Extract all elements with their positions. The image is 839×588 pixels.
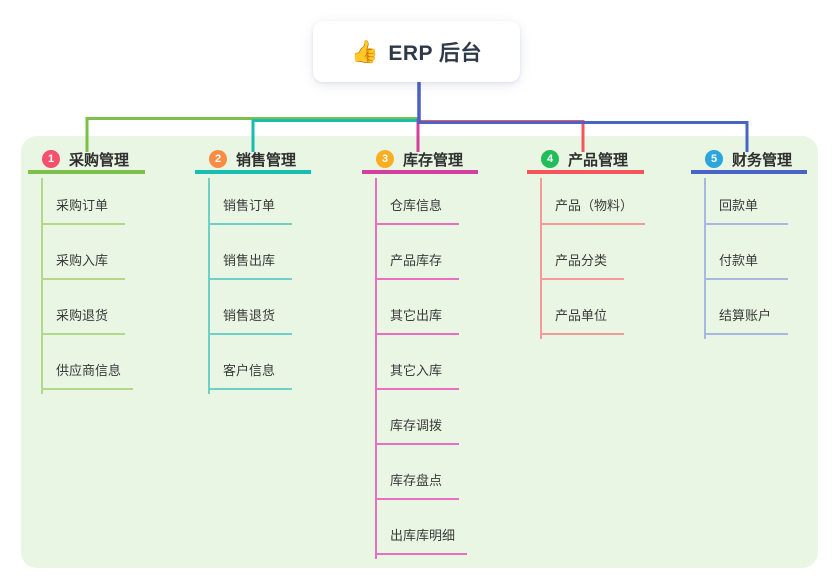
child-node[interactable]: 产品库存 [375,225,459,280]
branch-children: 回款单付款单结算账户 [691,170,807,335]
branch-column-5: 5 财务管理回款单付款单结算账户 [691,148,807,339]
child-node[interactable]: 付款单 [704,225,788,280]
child-node-label: 产品（物料） [555,198,634,213]
child-node[interactable]: 出库库明细 [375,500,468,555]
child-node[interactable]: 库存盘点 [375,445,459,500]
child-node[interactable]: 采购退货 [41,280,125,335]
child-node[interactable]: 其它出库 [375,280,459,335]
child-node[interactable]: 采购订单 [41,170,125,225]
child-node[interactable]: 销售订单 [208,170,292,225]
branch-column-4: 4 产品管理产品（物料） 产品分类产品单位 [527,148,646,339]
child-node-label: 其它出库 [390,308,443,323]
branch-heading-5[interactable]: 5 财务管理 [691,148,807,174]
branch-spine-line [208,178,210,394]
branch-column-1: 1 采购管理采购订单采购入库采购退货供应商信息 [28,148,145,394]
child-node-label: 销售退货 [223,308,276,323]
mindmap-root-node[interactable]: 👍 ERP 后台 [313,21,520,82]
branch-children: 销售订单销售出库销售退货客户信息 [195,170,311,390]
branch-number-badge: 5 [705,150,723,168]
child-node-label: 库存调拨 [390,418,443,433]
branch-column-2: 2 销售管理销售订单销售出库销售退货客户信息 [195,148,311,394]
branch-label: 产品管理 [568,151,629,169]
branch-label: 库存管理 [403,151,464,169]
branch-number-badge: 3 [376,150,394,168]
child-node-label: 回款单 [719,198,759,213]
branch-heading-3[interactable]: 3 库存管理 [362,148,478,174]
branch-spine-line [41,178,43,394]
root-title: ERP 后台 [388,41,483,65]
branch-label: 销售管理 [236,151,297,169]
child-node-label: 产品单位 [555,308,608,323]
child-node-label: 采购退货 [56,308,109,323]
child-node[interactable]: 产品单位 [540,280,624,335]
child-node-label: 出库库明细 [390,528,456,543]
child-node[interactable]: 销售出库 [208,225,292,280]
child-node[interactable]: 回款单 [704,170,788,225]
child-node-label: 付款单 [719,253,759,268]
child-node[interactable]: 产品（物料） [540,170,646,225]
child-node[interactable]: 结算账户 [704,280,788,335]
child-node[interactable]: 仓库信息 [375,170,459,225]
branch-children: 采购订单采购入库采购退货供应商信息 [28,170,145,390]
branch-heading-4[interactable]: 4 产品管理 [527,148,644,174]
child-node-label: 其它入库 [390,363,443,378]
child-node-label: 供应商信息 [56,363,122,378]
child-node-label: 产品分类 [555,253,608,268]
branch-label: 采购管理 [69,151,130,169]
child-node-label: 库存盘点 [390,473,443,488]
branch-spine-line [540,178,542,339]
child-node[interactable]: 其它入库 [375,335,459,390]
branch-children: 产品（物料） 产品分类产品单位 [527,170,646,335]
branch-column-3: 3 库存管理仓库信息产品库存其它出库其它入库库存调拨库存盘点出库库明细 [362,148,478,559]
branch-label: 财务管理 [732,151,793,169]
child-node-label: 仓库信息 [390,198,443,213]
branch-number-badge: 1 [42,150,60,168]
branch-children: 仓库信息产品库存其它出库其它入库库存调拨库存盘点出库库明细 [362,170,478,555]
child-node[interactable]: 客户信息 [208,335,292,390]
child-node[interactable]: 销售退货 [208,280,292,335]
branch-number-badge: 2 [209,150,227,168]
child-node-label: 产品库存 [390,253,443,268]
child-node[interactable]: 库存调拨 [375,390,459,445]
child-node[interactable]: 供应商信息 [41,335,134,390]
child-node[interactable]: 采购入库 [41,225,125,280]
branch-heading-1[interactable]: 1 采购管理 [28,148,145,174]
branch-number-badge: 4 [541,150,559,168]
child-node-label: 采购入库 [56,253,109,268]
branch-heading-2[interactable]: 2 销售管理 [195,148,311,174]
child-node-label: 销售出库 [223,253,276,268]
branches-background-panel [21,136,818,568]
child-node-label: 销售订单 [223,198,276,213]
child-node-label: 结算账户 [719,308,772,323]
thumbs-up-icon: 👍 [350,38,379,64]
branch-spine-line [375,178,377,559]
child-node-label: 采购订单 [56,198,109,213]
branch-spine-line [704,178,706,339]
child-node-label: 客户信息 [223,363,276,378]
child-node[interactable]: 产品分类 [540,225,624,280]
